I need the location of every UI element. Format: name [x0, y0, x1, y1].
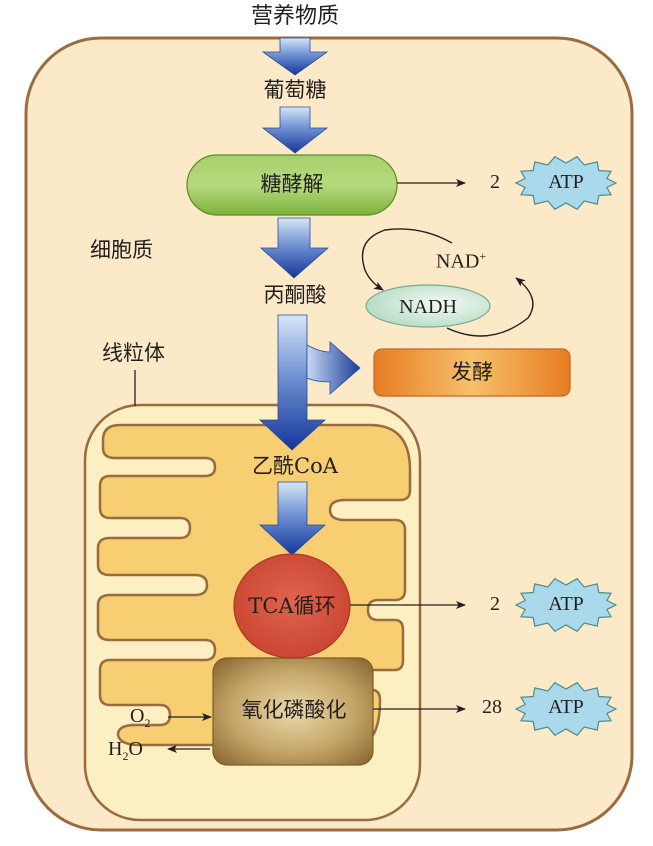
- fermentation-box: [373, 348, 571, 397]
- pyruvate-label: 丙酮酸: [263, 283, 327, 307]
- tca-circle: [233, 553, 351, 659]
- o2-subscript: 2: [144, 716, 151, 730]
- nadh-to-nad-arrow: [446, 277, 534, 337]
- glucose-label: 葡萄糖: [263, 78, 327, 102]
- atp-count-glycolysis: 2: [490, 171, 500, 193]
- arrow-glucose-to-glycolysis: [261, 106, 329, 154]
- fermentation-label: 发酵: [451, 360, 493, 384]
- atp-starburst-tca: [514, 577, 618, 633]
- o2-text: O: [130, 705, 145, 727]
- glycolysis-box: [186, 154, 398, 216]
- atp-label-glycolysis: ATP: [548, 171, 584, 193]
- h2o-h-text: H: [108, 738, 123, 760]
- arrow-glycolysis-to-pyruvate: [259, 217, 330, 279]
- h2o-label: H2O: [108, 739, 143, 762]
- cytoplasm-label: 细胞质: [90, 238, 153, 262]
- nadh-ellipse: [365, 284, 491, 328]
- oxphos-label: 氧化磷酸化: [241, 698, 347, 722]
- h2o-subscript: 2: [122, 749, 129, 763]
- atp-count-oxphos: 28: [482, 696, 502, 718]
- atp-count-tca: 2: [490, 593, 500, 615]
- atp-label-oxphos: ATP: [548, 696, 584, 718]
- arrow-nutrients-to-glucose: [261, 37, 329, 76]
- arrow-acetyl-coa-to-tca: [258, 481, 327, 556]
- nutrients-label: 营养物质: [250, 4, 340, 29]
- atp-starburst-glycolysis: [514, 155, 618, 211]
- nad-plus-label: NAD+: [436, 250, 486, 272]
- acetyl-coa-label: 乙酰CoA: [252, 454, 338, 478]
- mitochondrion-label: 线粒体: [102, 341, 165, 365]
- glycolysis-label: 糖酵解: [260, 172, 324, 196]
- arrow-pyruvate-to-fermentation: [306, 341, 361, 395]
- tca-cycle-label: TCA循环: [248, 594, 336, 618]
- arrow-pyruvate-to-acetyl-coa: [258, 314, 327, 451]
- nad-plus-superscript: +: [479, 249, 487, 263]
- atp-starburst-oxphos: [514, 681, 618, 737]
- nadh-label: NADH: [399, 296, 457, 318]
- o2-label: O2: [130, 706, 150, 729]
- nad-to-nadh-arrow: [361, 228, 453, 291]
- h2o-o-text: O: [128, 738, 143, 760]
- nad-plus-text: NAD: [436, 250, 480, 273]
- atp-label-tca: ATP: [548, 593, 584, 615]
